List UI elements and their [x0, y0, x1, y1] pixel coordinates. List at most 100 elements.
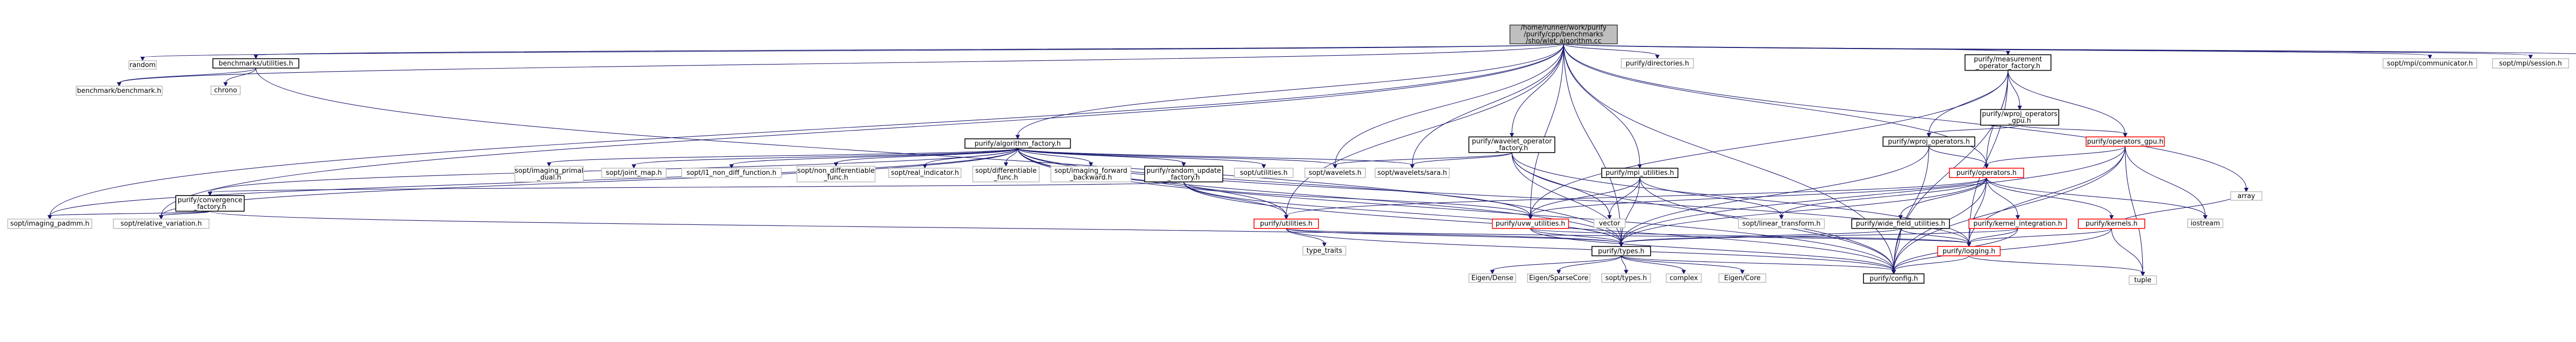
node-measurement[interactable]: purify/measurement_operator_factory.h — [1964, 54, 2052, 71]
node-imaging_primal: sopt/imaging_primal_dual.h — [514, 166, 584, 183]
node-tuple: tuple — [2128, 275, 2157, 285]
node-box-iostream — [2187, 218, 2224, 229]
edge-convergence-to-types — [210, 211, 1622, 244]
edge-types-to-complex — [1621, 255, 1684, 271]
node-box-l1_nondiff — [681, 168, 782, 178]
node-box-sopt_wavelets — [1304, 168, 1366, 178]
edge-algo_factory-to-nondiff — [836, 148, 1018, 164]
node-wproj_gpu[interactable]: purify/wproj_operators_gpu.h — [1980, 109, 2059, 126]
edge-logging-to-config — [1893, 255, 1970, 271]
node-label-array-0: array — [2238, 192, 2255, 200]
node-uvw_utilities[interactable]: purify/uvw_utilities.h — [1492, 218, 1569, 229]
node-box-sopt_utilities — [1234, 168, 1294, 178]
node-mpi_communicator: sopt/mpi/communicator.h — [2382, 58, 2478, 69]
edge-bench_utilities-to-benchmark — [118, 68, 257, 84]
node-wavelet_op[interactable]: purify/wavelet_operator_factory.h — [1468, 136, 1555, 153]
edge-mpi_utilities-to-linear_transform — [1639, 177, 1782, 216]
node-wide_field[interactable]: purify/wide_field_utilities.h — [1851, 218, 1950, 229]
node-algo_factory[interactable]: purify/algorithm_factory.h — [964, 138, 1071, 149]
edge-kernels-to-tuple — [2111, 228, 2143, 273]
node-label-sara-0: sopt/wavelets/sara.h — [1378, 169, 1447, 177]
arrowhead-operators-to-kernel_integration — [2015, 215, 2020, 220]
edge-wproj-to-types — [1621, 146, 1929, 243]
edge-purify_utilities-to-logging — [1286, 228, 1970, 244]
node-convergence[interactable]: purify/convergence_factory.h — [175, 195, 245, 212]
edge-root-to-wavelet_op — [1511, 43, 1564, 134]
edge-measurement-to-wproj_gpu — [2007, 70, 2020, 107]
arrowhead-uvw_utilities-to-types — [1619, 242, 1624, 247]
node-bench_utilities[interactable]: benchmarks/utilities.h — [212, 58, 299, 69]
edge-operators-to-kernels — [1986, 177, 2112, 216]
node-types[interactable]: purify/types.h — [1591, 246, 1651, 256]
node-kernel_integration[interactable]: purify/kernel_integration.h — [1968, 218, 2067, 229]
node-operators_gpu[interactable]: purify/operators_gpu.h — [2086, 136, 2165, 147]
node-random_update[interactable]: purify/random_update_factory.h — [1144, 166, 1224, 183]
edge-root-to-mpi_utilities — [1563, 43, 1640, 166]
arrowhead-mpi_utilities-to-vector — [1607, 215, 1612, 220]
node-layer: /home/runner/work/purify/purify/cpp/benc… — [7, 24, 2569, 285]
edge-operators_gpu-to-operators — [1986, 146, 2126, 166]
edge-kernel_integration-to-logging — [1969, 228, 2019, 243]
edge-purify_utilities-to-types — [1286, 228, 1622, 244]
node-box-eigen_core — [1718, 273, 1767, 283]
edge-wavelet_op-to-vector — [1511, 152, 1610, 216]
node-kernels[interactable]: purify/kernels.h — [2078, 218, 2145, 229]
node-label-kernels-0: purify/kernels.h — [2086, 220, 2138, 228]
node-wproj[interactable]: purify/wproj_operators.h — [1883, 136, 1975, 147]
node-operators[interactable]: purify/operators.h — [1948, 168, 2024, 178]
edge-algo_factory-to-imaging_fb — [1017, 148, 1092, 164]
node-label-eigen_core-0: Eigen/Core — [1724, 274, 1760, 282]
arrowhead-convergence-to-imaging_padmm — [47, 215, 52, 220]
edge-root-to-purify_utilities — [1286, 43, 1564, 216]
edge-purify_utilities-to-type_traits — [1286, 228, 1325, 243]
node-box-sara — [1375, 168, 1450, 178]
arrowhead-root-to-measurement — [2006, 51, 2010, 56]
node-box-differentiable — [972, 166, 1040, 183]
arrowhead-types-to-complex — [1681, 270, 1686, 274]
node-box-measurement — [1964, 54, 2052, 71]
node-sopt_types: sopt/types.h — [1601, 273, 1651, 283]
node-box-wide_field — [1851, 218, 1950, 229]
node-sara: sopt/wavelets/sara.h — [1375, 168, 1450, 178]
node-label-tuple-0: tuple — [2134, 276, 2151, 284]
edge-types-to-config — [1621, 255, 1894, 271]
edge-operators_gpu-to-tuple — [2125, 146, 2143, 273]
node-box-eigen_sparse — [1527, 273, 1590, 283]
edge-algo_factory-to-uvw_utilities — [1017, 148, 1531, 216]
edge-mpi_utilities-to-uvw_utilities — [1530, 177, 1640, 216]
node-label-imaging_fb-0: sopt/imaging_forward — [1055, 167, 1127, 175]
edge-algo_factory-to-joint_map — [633, 148, 1018, 166]
node-root[interactable]: /home/runner/work/purify/purify/cpp/benc… — [1509, 24, 1618, 45]
edge-bench_utilities-to-chrono — [225, 68, 257, 83]
arrowhead-wavelet_op-to-sara — [1410, 164, 1415, 169]
node-logging[interactable]: purify/logging.h — [1937, 246, 2001, 256]
node-box-random_update — [1144, 166, 1224, 183]
node-box-imaging_fb — [1050, 166, 1131, 183]
arrowhead-bench_utilities-to-chrono — [223, 82, 228, 87]
edge-root-to-power_method — [1563, 43, 2576, 54]
node-label-imaging_primal-1: _dual.h — [536, 174, 561, 182]
arrowhead-wproj_gpu-to-wproj — [1926, 133, 1931, 138]
node-label-wavelet_op-0: purify/wavelet_operator — [1472, 138, 1552, 145]
node-label-operators-0: purify/operators.h — [1956, 169, 2016, 177]
node-box-mpi_session — [2492, 58, 2569, 69]
edge-root-to-mpi_communicator — [1563, 43, 2430, 56]
arrowhead-purify_utilities-to-type_traits — [1322, 242, 1327, 247]
node-label-wproj_gpu-1: _gpu.h — [2008, 117, 2031, 125]
arrowhead-types-to-sopt_types — [1623, 270, 1629, 274]
node-box-directories — [1621, 58, 1694, 69]
node-label-imaging_fb-1: _backward.h — [1070, 174, 1112, 182]
node-sopt_wavelets: sopt/wavelets.h — [1304, 168, 1366, 178]
edge-operators_gpu-to-iostream — [2125, 146, 2206, 216]
arrowhead-root-to-algo_factory — [1015, 135, 1020, 140]
node-mpi_utilities[interactable]: purify/mpi_utilities.h — [1601, 168, 1679, 178]
node-purify_utilities[interactable]: purify/utilities.h — [1253, 218, 1319, 229]
node-config[interactable]: purify/config.h — [1863, 273, 1925, 284]
node-label-type_traits-0: type_traits — [1307, 247, 1343, 255]
edge-operators-to-purify_utilities — [1286, 177, 1987, 217]
edge-operators-to-types — [1621, 177, 1987, 243]
edge-types-to-eigen_dense — [1492, 255, 1622, 271]
node-joint_map: sopt/joint_map.h — [601, 168, 667, 178]
node-label-linear_transform-0: sopt/linear_transform.h — [1742, 220, 1821, 228]
